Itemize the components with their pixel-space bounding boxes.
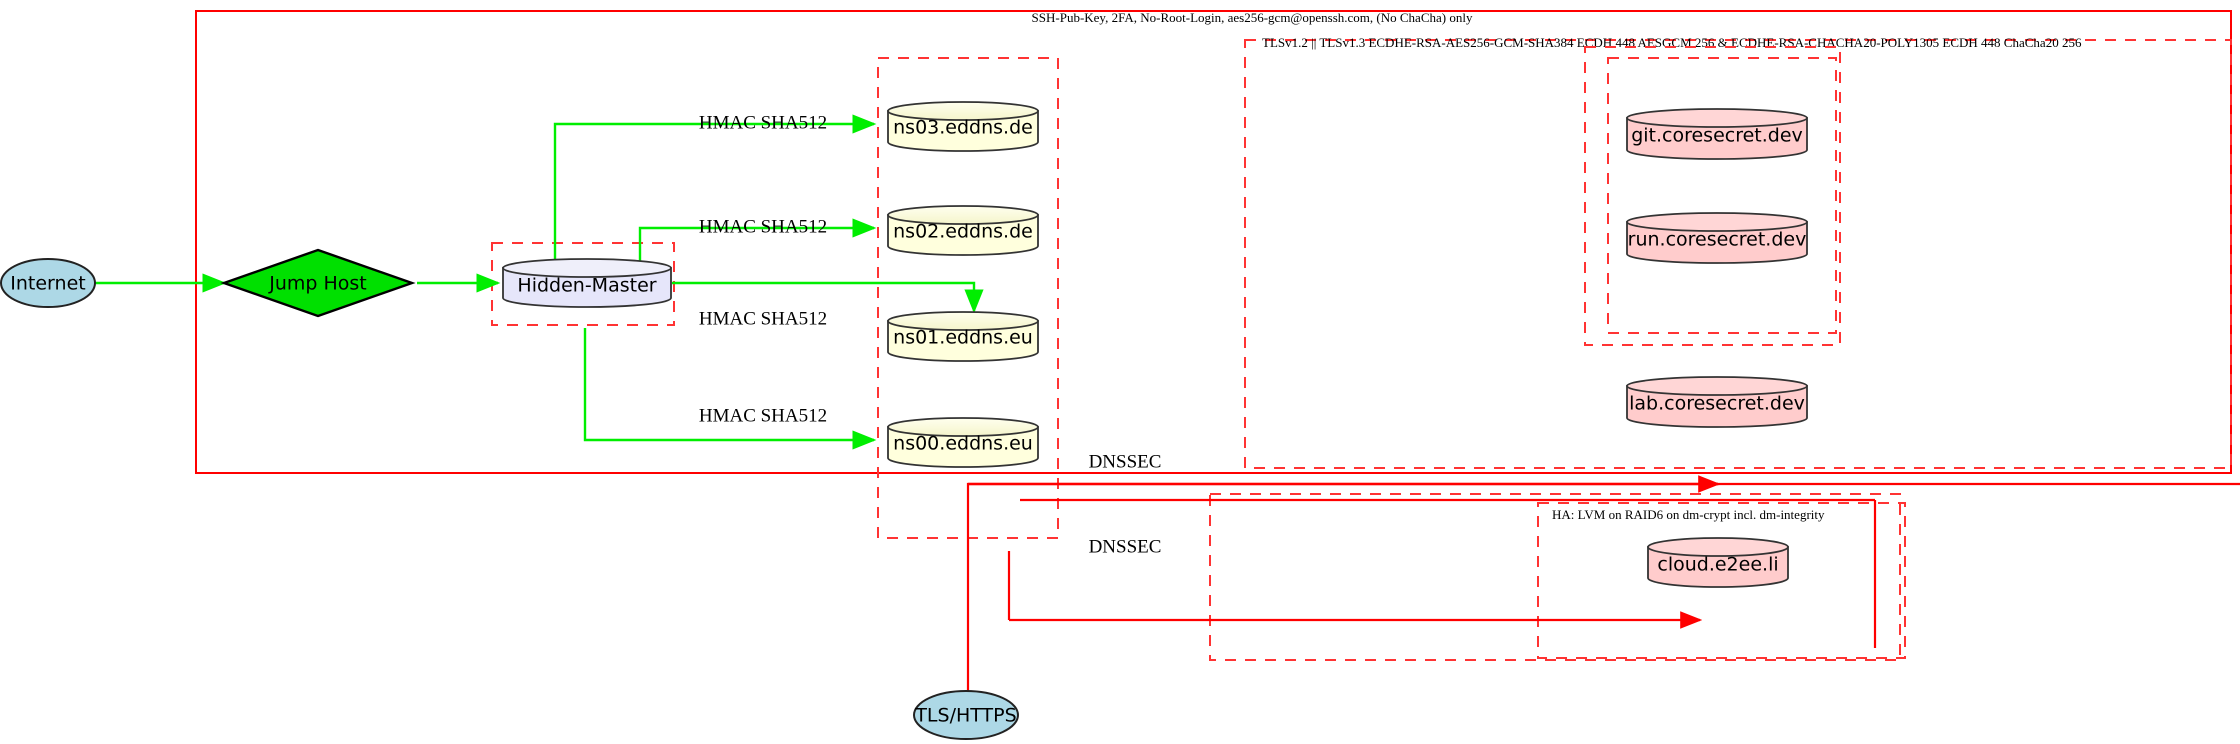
edge-hiddenmaster-to-ns02	[638, 218, 877, 268]
node-ns00-label: ns00.eddns.eu	[893, 433, 1033, 455]
node-ns03[interactable]: ns03.eddns.de	[887, 101, 1039, 152]
node-hidden-master-label: Hidden-Master	[517, 275, 656, 297]
node-ns03-label: ns03.eddns.de	[893, 117, 1033, 139]
node-git-label: git.coresecret.dev	[1631, 125, 1803, 147]
node-lab-label: lab.coresecret.dev	[1629, 393, 1805, 415]
lower-middle-cluster	[1209, 493, 1901, 661]
edge-label-hmac-ns01: HMAC SHA512	[699, 308, 827, 329]
edge-label-dnssec-upper: DNSSEC	[1089, 451, 1162, 472]
node-run-label: run.coresecret.dev	[1628, 229, 1807, 251]
node-ns00[interactable]: ns00.eddns.eu	[887, 417, 1039, 468]
red-edges	[966, 475, 2240, 694]
node-lab-coresecret[interactable]: lab.coresecret.dev	[1626, 376, 1808, 428]
coresecret-inner-cluster	[1607, 57, 1837, 334]
tls-cluster: TLSv1.2 || TLSv1.3 ECDHE-RSA-AES256-GCM-…	[1244, 35, 2232, 469]
node-jump-host-label: Jump Host	[268, 273, 367, 295]
node-ns01-label: ns01.eddns.eu	[893, 327, 1033, 349]
node-ns01[interactable]: ns01.eddns.eu	[887, 311, 1039, 362]
node-cloud-e2ee[interactable]: cloud.e2ee.li	[1647, 537, 1789, 588]
node-git-coresecret[interactable]: git.coresecret.dev	[1626, 108, 1808, 160]
edge-label-hmac-ns00: HMAC SHA512	[699, 405, 827, 426]
ha-cluster-label: HA: LVM on RAID6 on dm-crypt incl. dm-in…	[1552, 507, 1825, 522]
green-edges	[90, 114, 984, 450]
edge-label-dnssec-lower: DNSSEC	[1089, 536, 1162, 557]
node-tls-https-label: TLS/HTTPS	[914, 705, 1016, 727]
ssh-boundary-cluster: SSH-Pub-Key, 2FA, No-Root-Login, aes256-…	[195, 10, 2232, 474]
node-internet-label: Internet	[10, 273, 85, 295]
node-internet[interactable]: Internet	[0, 258, 96, 308]
ha-cluster: HA: LVM on RAID6 on dm-crypt incl. dm-in…	[1537, 502, 1906, 659]
edge-label-hmac-ns02: HMAC SHA512	[699, 216, 827, 237]
edge-hiddenmaster-to-ns00	[583, 328, 877, 450]
tls-cluster-label: TLSv1.2 || TLSv1.3 ECDHE-RSA-AES256-GCM-…	[1262, 35, 2082, 50]
node-tls-https[interactable]: TLS/HTTPS	[913, 690, 1019, 740]
edge-label-hmac-ns03: HMAC SHA512	[699, 112, 827, 133]
edge-labels: HMAC SHA512 HMAC SHA512 HMAC SHA512 HMAC…	[699, 112, 1162, 557]
coresecret-outer-cluster	[1584, 46, 1841, 346]
node-run-coresecret[interactable]: run.coresecret.dev	[1626, 212, 1808, 264]
edge-hiddenmaster-to-ns01	[672, 281, 984, 314]
node-cloud-label: cloud.e2ee.li	[1657, 554, 1778, 576]
edge-hiddenmaster-to-ns03	[553, 114, 877, 275]
ssh-boundary-label: SSH-Pub-Key, 2FA, No-Root-Login, aes256-…	[1032, 10, 1473, 25]
node-ns02[interactable]: ns02.eddns.de	[887, 205, 1039, 256]
node-jump-host[interactable]: Jump Host	[220, 248, 416, 318]
node-ns02-label: ns02.eddns.de	[893, 221, 1033, 243]
node-hidden-master[interactable]: Hidden-Master	[502, 258, 672, 308]
